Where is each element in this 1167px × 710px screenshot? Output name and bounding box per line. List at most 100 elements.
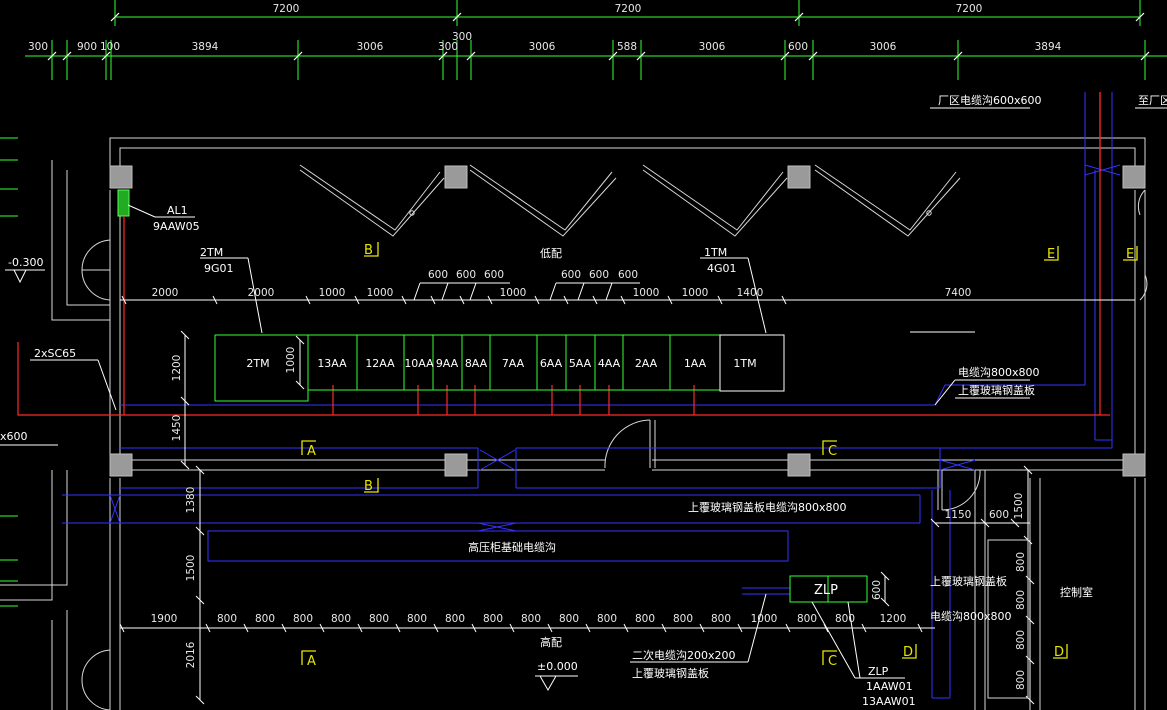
panel-8aa: 8AA <box>465 357 488 370</box>
cable-trenches <box>62 92 1113 699</box>
panel-2tm: 2TM <box>246 357 269 370</box>
top-dim-3894-b: 3894 <box>1035 41 1062 53</box>
section-mark-a-2: A <box>307 654 316 669</box>
zlp-lower-label: ZLP <box>868 665 889 678</box>
panel-dim-1000-e: 1000 <box>682 287 709 299</box>
panel-6aa: 6AA <box>540 357 563 370</box>
panel-dim-1000-a: 1000 <box>319 287 346 299</box>
panel-dim-600-c: 600 <box>484 269 504 281</box>
sec-trench-label: 二次电缆沟200x200 <box>632 648 736 662</box>
panel-1tm-box <box>719 334 785 392</box>
top-dim-900: 900 <box>77 41 97 53</box>
panel-row-dim-line <box>120 295 1135 333</box>
vdim-2016: 2016 <box>185 641 197 668</box>
vdim-1500-right: 1500 <box>1013 493 1025 520</box>
bottom-dim-800-15: 800 <box>797 613 817 625</box>
top-dim-3006-c: 3006 <box>699 41 726 53</box>
level-mark-zero: ±0.000 <box>537 660 578 673</box>
top-dim-300-c: 300 <box>452 31 472 43</box>
top-dim-588: 588 <box>617 41 637 53</box>
panel-dim-600-e: 600 <box>589 269 609 281</box>
section-mark-a-1: A <box>307 444 316 459</box>
right-dim-1150: 1150 <box>945 509 972 521</box>
bottom-dim-800-8: 800 <box>483 613 503 625</box>
bottom-dim-800-5: 800 <box>369 613 389 625</box>
top-dim-600: 600 <box>788 41 808 53</box>
walls <box>0 137 1148 710</box>
tm1-code: 4G01 <box>707 262 737 275</box>
top-dim-300-b: 300 <box>438 41 458 53</box>
plant-trench-label: 厂区电缆沟600x600 <box>938 94 1042 107</box>
section-mark-b-2: B <box>364 479 373 494</box>
bottom-dim-1900: 1900 <box>151 613 178 625</box>
panel-dim-2000-a: 2000 <box>152 287 179 299</box>
zlp-dims <box>880 571 890 607</box>
bottom-dim-800-12: 800 <box>635 613 655 625</box>
bottom-dim-800-14: 800 <box>711 613 731 625</box>
tm-leaders <box>200 257 767 334</box>
panel-2aa: 2AA <box>635 357 658 370</box>
top-dim-300-a: 300 <box>28 41 48 53</box>
al1-panel <box>117 189 130 217</box>
bottom-dim-800-4: 800 <box>331 613 351 625</box>
bottom-dim-800-1: 800 <box>217 613 237 625</box>
hv-trench-label: 高压柜基础电缆沟 <box>468 540 556 554</box>
vdim-800-r1: 800 <box>1015 552 1027 572</box>
level-zero-symbol <box>535 675 578 692</box>
bottom-dim-800-6: 800 <box>407 613 427 625</box>
pipe-label: 2xSC65 <box>34 347 76 360</box>
top-dim-3894-a: 3894 <box>192 41 219 53</box>
panel-10aa: 10AA <box>404 357 434 370</box>
bottom-dim-800-11: 800 <box>597 613 617 625</box>
bottom-dim-800-2: 800 <box>255 613 275 625</box>
bottom-dim-800-3: 800 <box>293 613 313 625</box>
zlp-code-1: 1AAW01 <box>866 680 913 693</box>
trench-800-leader <box>934 379 1030 406</box>
windows-zigzag <box>299 164 961 237</box>
section-mark-c-2: C <box>828 654 837 669</box>
panel-dim-600-b: 600 <box>456 269 476 281</box>
top-dim-3006-a: 3006 <box>357 41 384 53</box>
vdim-600: 600 <box>871 580 883 600</box>
panel-7aa: 7AA <box>502 357 525 370</box>
panel-5aa: 5AA <box>569 357 592 370</box>
level-mark-symbol <box>5 269 45 284</box>
level-mark-minus: -0.300 <box>8 256 43 269</box>
trench-800-cover: 上覆玻璃钢盖板 <box>958 383 1035 397</box>
zlp-code-2: 13AAW01 <box>862 695 916 708</box>
bottom-dim-800-7: 800 <box>445 613 465 625</box>
trench-left-label: x600 <box>0 430 28 443</box>
panel-dim-600-f: 600 <box>618 269 638 281</box>
vdim-1500: 1500 <box>185 555 197 582</box>
top-dim-7200-3: 7200 <box>956 3 983 15</box>
vdim-1450: 1450 <box>171 415 183 442</box>
panel-row-dim-leaders <box>413 282 640 301</box>
panel-dim-1000-b: 1000 <box>367 287 394 299</box>
main-trench-label: 上覆玻璃钢盖板电缆沟800x800 <box>688 500 847 514</box>
section-markers <box>301 242 1138 665</box>
top-dim-7200-1: 7200 <box>273 3 300 15</box>
vdim-1000: 1000 <box>285 347 297 374</box>
section-mark-d-2: D <box>1054 645 1064 660</box>
panel-dim-1000-c: 1000 <box>500 287 527 299</box>
right-trench-rect <box>987 539 1029 699</box>
room-control: 控制室 <box>1060 585 1093 599</box>
panel-4aa: 4AA <box>598 357 621 370</box>
panel-1aa: 1AA <box>684 357 707 370</box>
top-dim-3006-b: 3006 <box>529 41 556 53</box>
right-trench-label: 电缆沟800x800 <box>930 610 1012 623</box>
trench-800-label: 电缆沟800x800 <box>958 366 1040 379</box>
sec-trench-leader <box>630 593 767 663</box>
section-mark-d-1: D <box>903 645 913 660</box>
left-grid-marks <box>0 137 18 607</box>
right-cover-label: 上覆玻璃钢盖板 <box>930 574 1007 588</box>
vertical-dims-left <box>180 330 305 705</box>
right-dims <box>930 465 1035 705</box>
right-dim-600: 600 <box>989 509 1009 521</box>
section-mark-e-1: E <box>1047 247 1055 262</box>
vdim-800-r3: 800 <box>1015 630 1027 650</box>
al1-code: 9AAW05 <box>153 220 200 233</box>
vdim-1200: 1200 <box>171 355 183 382</box>
section-mark-e-2: E <box>1126 247 1134 262</box>
panel-dim-600-a: 600 <box>428 269 448 281</box>
